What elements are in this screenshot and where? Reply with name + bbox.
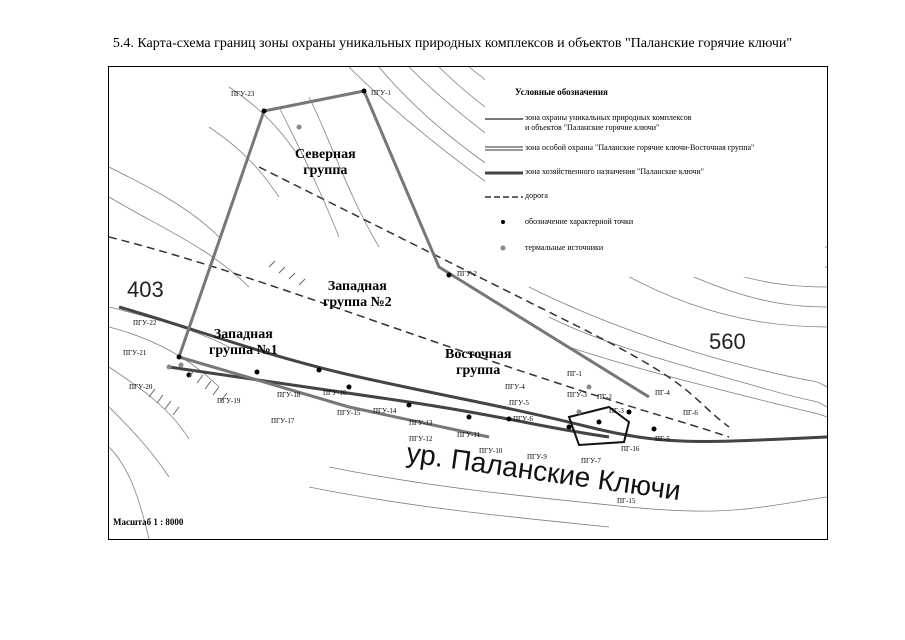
river	[118, 305, 827, 443]
point-label: ПГУ-6	[513, 415, 533, 423]
elevation-label: 560	[709, 329, 746, 354]
legend-symbol	[485, 196, 523, 198]
legend-label: зона хозяйственного назначения "Палански…	[525, 167, 704, 176]
point-label: ПГУ-15	[337, 409, 361, 417]
point-label: ПГУ-17	[271, 417, 295, 425]
point-label: ПГУ-19	[217, 397, 241, 405]
legend-label: зона охраны уникальных природных комплек…	[525, 113, 692, 122]
point-label: ПГУ-5	[509, 399, 529, 407]
legend: Условные обозначения зона охраны уникаль…	[485, 77, 825, 277]
point-label: ПГУ-3	[567, 391, 587, 399]
thermal-springs	[166, 124, 592, 415]
legend-symbol	[485, 171, 523, 175]
legend-label: термальные источники	[525, 243, 604, 252]
point-label: ПГ-2	[597, 393, 612, 401]
point-label: ПГУ-13	[409, 419, 433, 427]
point-label: ПГ-16	[621, 445, 640, 453]
point-label: ПГ-4	[655, 389, 670, 397]
point-label: ПГУ-14	[373, 407, 397, 415]
point-label: ПГУ-22	[133, 319, 157, 327]
map-scale: Масштаб 1 : 8000	[113, 517, 184, 527]
point-label: ПГУ-18	[277, 391, 301, 399]
point-label: ПГ-5	[655, 435, 670, 443]
point-label: ПГУ-23	[231, 90, 255, 98]
characteristic-points	[176, 88, 657, 432]
legend-label: обозначение характерной точки	[525, 217, 634, 226]
page-title: 5.4. Карта-схема границ зоны охраны уник…	[112, 36, 793, 51]
point-label: ПГУ-2	[457, 270, 477, 278]
point-label: ПГУ-10	[479, 447, 503, 455]
legend-symbol	[485, 118, 523, 120]
legend-symbol	[501, 220, 505, 224]
point-label: ПГ-6	[683, 409, 698, 417]
point-label: ПГ-3	[609, 407, 624, 415]
point-label: ПГУ-21	[123, 349, 147, 357]
point-label: ПГУ-12	[409, 435, 433, 443]
legend-label: дорога	[525, 191, 548, 200]
elevation-label: 403	[127, 277, 164, 302]
slope-hatching	[148, 260, 306, 416]
point-label: ПГУ-16	[323, 389, 347, 397]
point-label: ПГУ-1	[371, 89, 391, 97]
legend-symbol	[485, 146, 523, 151]
point-label: ПГУ-9	[527, 453, 547, 461]
point-label: ПГУ-11	[457, 431, 481, 439]
east-special-zone	[567, 405, 631, 447]
legend-label: зона особой охраны "Паланские горячие кл…	[525, 143, 755, 152]
point-label: ПГУ-20	[129, 383, 153, 391]
point-label: ПГУ-4	[505, 383, 525, 391]
legend-label: и объектов "Паланские горячие ключи"	[525, 123, 660, 132]
legend-symbol	[500, 245, 506, 251]
point-label: ПГУ-7	[581, 457, 601, 465]
map-frame: Условные обозначения зона охраны уникаль…	[108, 66, 828, 540]
point-label: ПГ-1	[567, 370, 582, 378]
point-label: ПГ-15	[617, 497, 636, 505]
legend-title: Условные обозначения	[515, 87, 608, 97]
protection-zone-boundary	[177, 89, 650, 439]
map-canvas	[109, 67, 827, 539]
